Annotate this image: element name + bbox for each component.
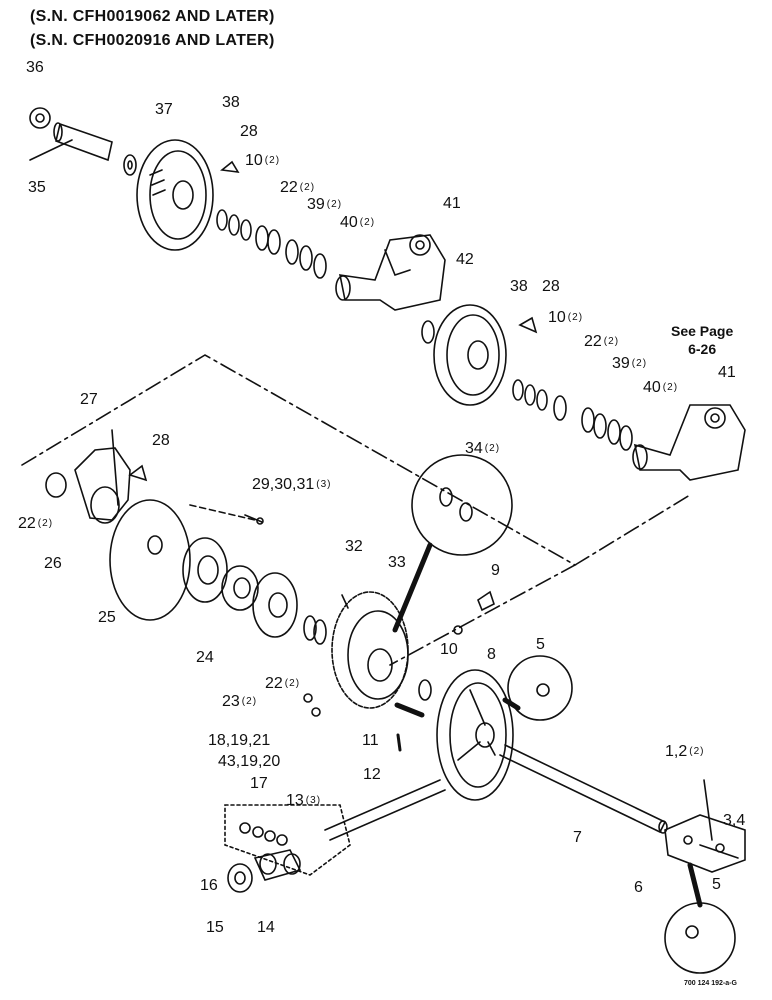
figure-code: 700 124 192-a-G <box>684 980 737 987</box>
callout-8: 8 <box>487 646 496 663</box>
part-29-bolt <box>244 514 264 525</box>
parts-13-to-17-bearing-set <box>227 822 302 893</box>
callout-32: 32 <box>345 538 363 555</box>
callout-22-mid: 22(2) <box>265 675 301 692</box>
callout-40-upper: 40(2) <box>340 214 376 231</box>
callout-wedge <box>392 542 433 633</box>
part-38-clutch-plate-upper <box>136 139 214 251</box>
callout-28-upper: 28 <box>240 123 258 140</box>
part-24-hub-flange <box>182 537 259 611</box>
part-28-key-lower <box>518 316 538 334</box>
part-5-detail-circle-upper <box>507 655 573 721</box>
callout-29-30-31: 29,30,31(3) <box>252 476 332 493</box>
washer-stack-upper <box>216 209 327 279</box>
callout-26: 26 <box>44 555 62 572</box>
serial-number-note-1: (S.N. CFH0019062 AND LATER) <box>30 8 275 25</box>
callout-5-lower: 5 <box>712 876 721 893</box>
callout-1-2: 1,2(2) <box>665 743 705 760</box>
callout-36: 36 <box>26 59 44 76</box>
part-25-disc <box>109 499 191 621</box>
see-page-number: 6-26 <box>688 341 717 357</box>
callout-6: 6 <box>634 879 643 896</box>
callout-18-19-21: 18,19,21 <box>208 732 271 749</box>
part-12-pin <box>396 733 402 752</box>
callout-43-19-20: 43,19,20 <box>218 753 281 770</box>
part-8-wheel <box>436 669 514 801</box>
callout-5-upper: 5 <box>536 636 545 653</box>
see-page-label: See Page <box>671 323 734 339</box>
callout-13: 13(3) <box>286 792 322 809</box>
callout-40-lower: 40(2) <box>643 379 679 396</box>
callout-16: 16 <box>200 877 218 894</box>
part-38-clutch-plate-lower <box>433 304 507 406</box>
callout-34: 34(2) <box>465 440 501 457</box>
part-28-key-upper <box>220 160 240 173</box>
callout-27: 27 <box>80 391 98 408</box>
callout-41-lower: 41 <box>718 364 736 381</box>
callout-24: 24 <box>196 649 214 666</box>
callout-15: 15 <box>206 919 224 936</box>
part-28-key-mid <box>128 464 148 482</box>
callout-wedge-5b <box>687 862 703 908</box>
part-22-washer-mid <box>303 615 327 645</box>
serial-number-note-2: (S.N. CFH0020916 AND LATER) <box>30 32 275 49</box>
part-7-shaft <box>499 744 668 834</box>
part-34-detail-circle <box>411 454 513 556</box>
part-23-flange <box>252 572 298 638</box>
part-11-pin <box>394 702 425 718</box>
callout-7: 7 <box>573 829 582 846</box>
callout-39-upper: 39(2) <box>307 196 343 213</box>
callout-10-mid: 10 <box>440 641 458 658</box>
callout-28-lower: 28 <box>542 278 560 295</box>
see-page-note: See Page 6-26 <box>671 322 733 358</box>
callout-37: 37 <box>155 101 173 118</box>
callout-42: 42 <box>456 251 474 268</box>
washer-stack-lower <box>512 379 633 451</box>
callout-10-upper: 10(2) <box>245 152 281 169</box>
part-6-bracket <box>664 779 746 873</box>
part-27-pin <box>111 429 119 506</box>
part-32-screw <box>341 594 349 609</box>
part-33-sprocket <box>331 591 409 709</box>
callout-12: 12 <box>363 766 381 783</box>
callout-11: 11 <box>362 732 379 749</box>
part-42-washer <box>421 320 435 344</box>
callout-22-upper: 22(2) <box>280 179 316 196</box>
part-22-washer-left <box>45 472 67 498</box>
part-26-bearing-housing <box>74 447 131 524</box>
callout-22-left: 22(2) <box>18 515 54 532</box>
callout-3-4: 3,4 <box>723 812 746 829</box>
callout-25: 25 <box>98 609 116 626</box>
part-41-gearbox-lower <box>632 404 746 481</box>
callout-41-upper: 41 <box>443 195 461 212</box>
callout-39-lower: 39(2) <box>612 355 648 372</box>
callout-14: 14 <box>257 919 275 936</box>
part-5-detail-circle-lower <box>664 902 736 974</box>
callout-9: 9 <box>491 562 500 579</box>
part-37-washer <box>123 154 137 176</box>
part-41-gearbox-upper <box>335 234 446 311</box>
callout-35: 35 <box>28 179 46 196</box>
callout-28-mid: 28 <box>152 432 170 449</box>
parts-small-hardware <box>303 590 495 717</box>
callout-38-upper: 38 <box>222 94 240 111</box>
part-35-shaft <box>29 122 113 162</box>
callout-17: 17 <box>250 775 268 792</box>
callout-38-lower: 38 <box>510 278 528 295</box>
callout-23: 23(2) <box>222 693 258 710</box>
callout-33: 33 <box>388 554 406 571</box>
callout-22-lower: 22(2) <box>584 333 620 350</box>
callout-10-lower: 10(2) <box>548 309 584 326</box>
part-36-nut <box>29 107 51 129</box>
